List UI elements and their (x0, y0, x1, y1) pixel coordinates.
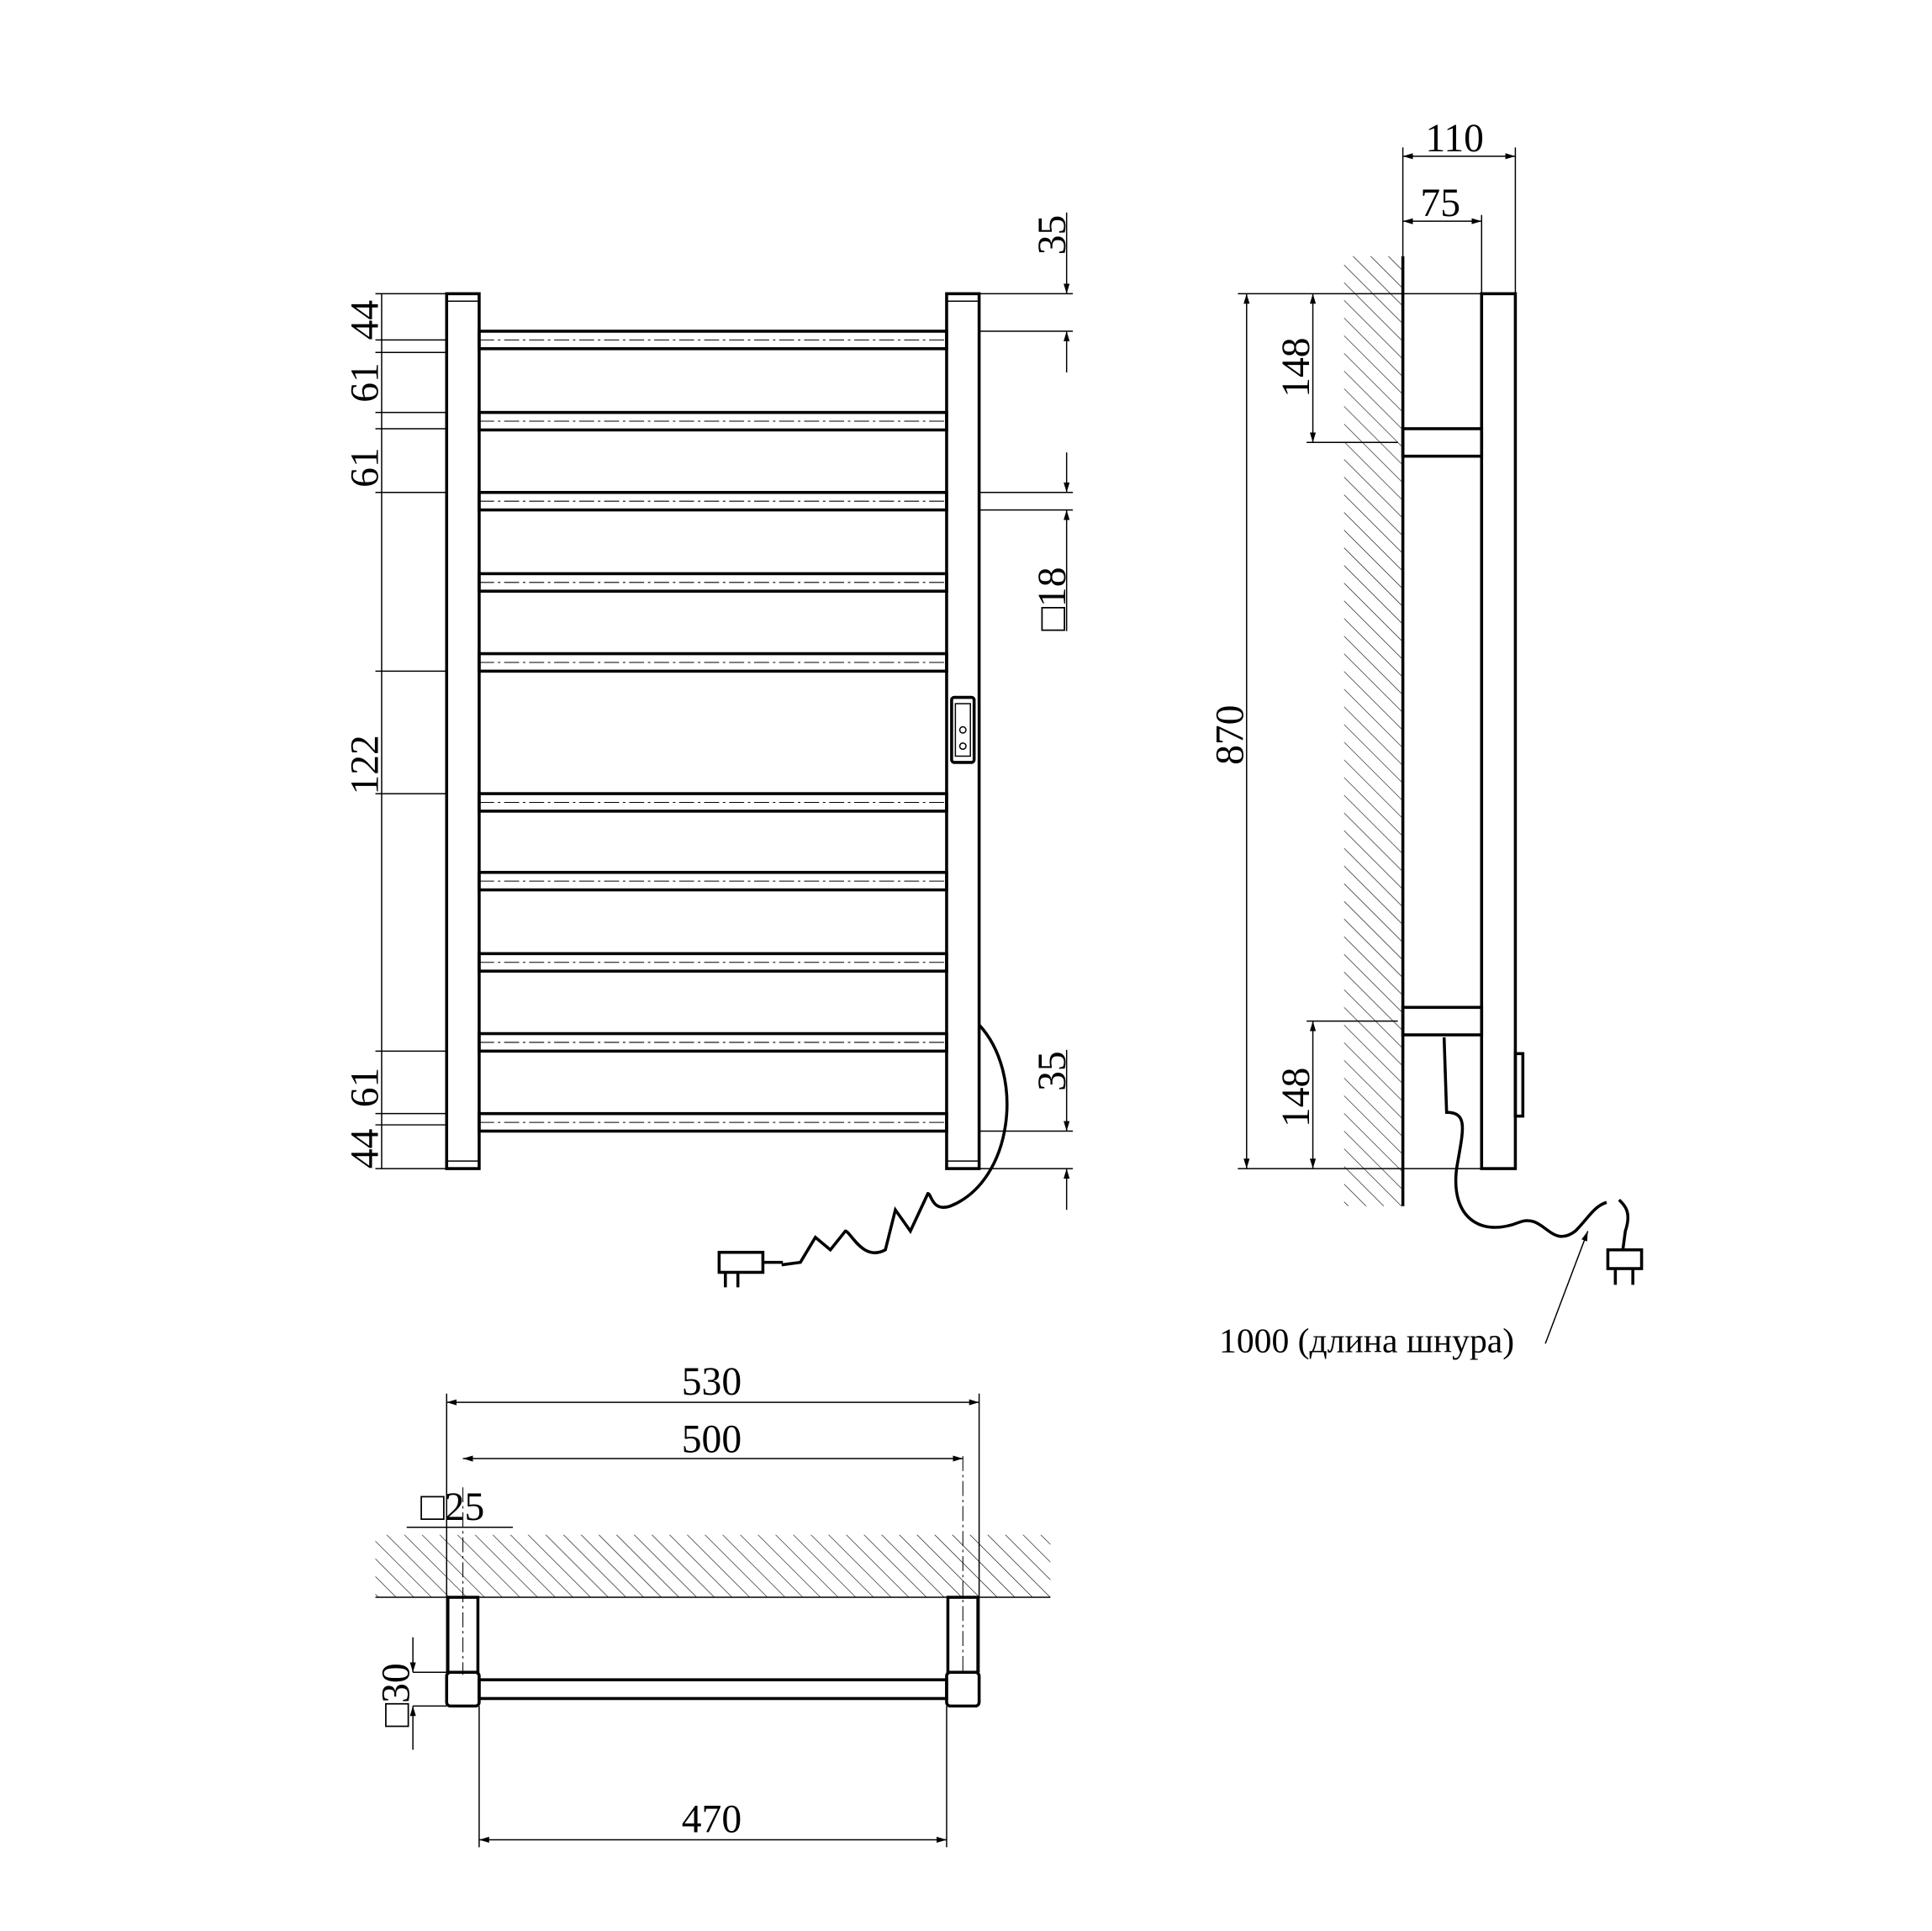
dim-500: 500 (682, 1418, 742, 1462)
dim-35-bottom: 35 (1031, 1051, 1074, 1091)
dim-square-18: □18 (1031, 567, 1074, 631)
dim-35-top: 35 (1031, 215, 1074, 256)
dim-44-bottom: 44 (343, 1128, 387, 1169)
side-power-cord (1442, 1037, 1630, 1250)
dim-61-c: 61 (343, 1068, 387, 1108)
top-wall-hatch (375, 1534, 1051, 1598)
top-view: 530 500 470 □25 □30 (375, 1360, 1051, 1848)
left-dimensions: 44 61 61 122 61 44 (343, 293, 447, 1169)
dim-530: 530 (682, 1360, 742, 1404)
dim-square-25: □25 (420, 1485, 484, 1529)
dim-61-b: 61 (343, 447, 387, 488)
dim-870: 870 (1208, 705, 1252, 765)
right-post (945, 292, 981, 1170)
bottom-rail (478, 1678, 948, 1701)
rails (478, 330, 948, 1133)
dim-470: 470 (682, 1798, 742, 1842)
right-post-section (945, 1670, 981, 1708)
side-view: 110 75 870 148 148 1000 (длина шнура) (1208, 117, 1644, 1361)
wall-hatch (1343, 256, 1403, 1206)
power-cord (781, 1023, 1009, 1267)
dim-122: 122 (343, 735, 387, 794)
side-tube (1480, 292, 1518, 1170)
dim-148-top: 148 (1275, 337, 1318, 397)
controller-icon (950, 695, 976, 764)
left-post-section (445, 1670, 481, 1708)
dim-44-top: 44 (343, 300, 387, 340)
front-view: 44 61 61 122 61 44 35 □18 35 (343, 212, 1074, 1288)
dim-110: 110 (1425, 117, 1484, 161)
left-post (445, 292, 481, 1170)
bracket-top (1401, 427, 1484, 458)
cord-length-label: 1000 (длина шнура) (1219, 1322, 1514, 1361)
dim-square-30: □30 (375, 1663, 419, 1727)
side-plug-icon (1606, 1248, 1644, 1285)
right-dimensions: 35 □18 35 (979, 212, 1074, 1211)
dim-148-bottom: 148 (1275, 1068, 1318, 1127)
dim-61-a: 61 (343, 362, 387, 403)
dim-75: 75 (1420, 182, 1460, 225)
bracket-bottom (1401, 1005, 1484, 1037)
plug-icon (717, 1250, 784, 1288)
